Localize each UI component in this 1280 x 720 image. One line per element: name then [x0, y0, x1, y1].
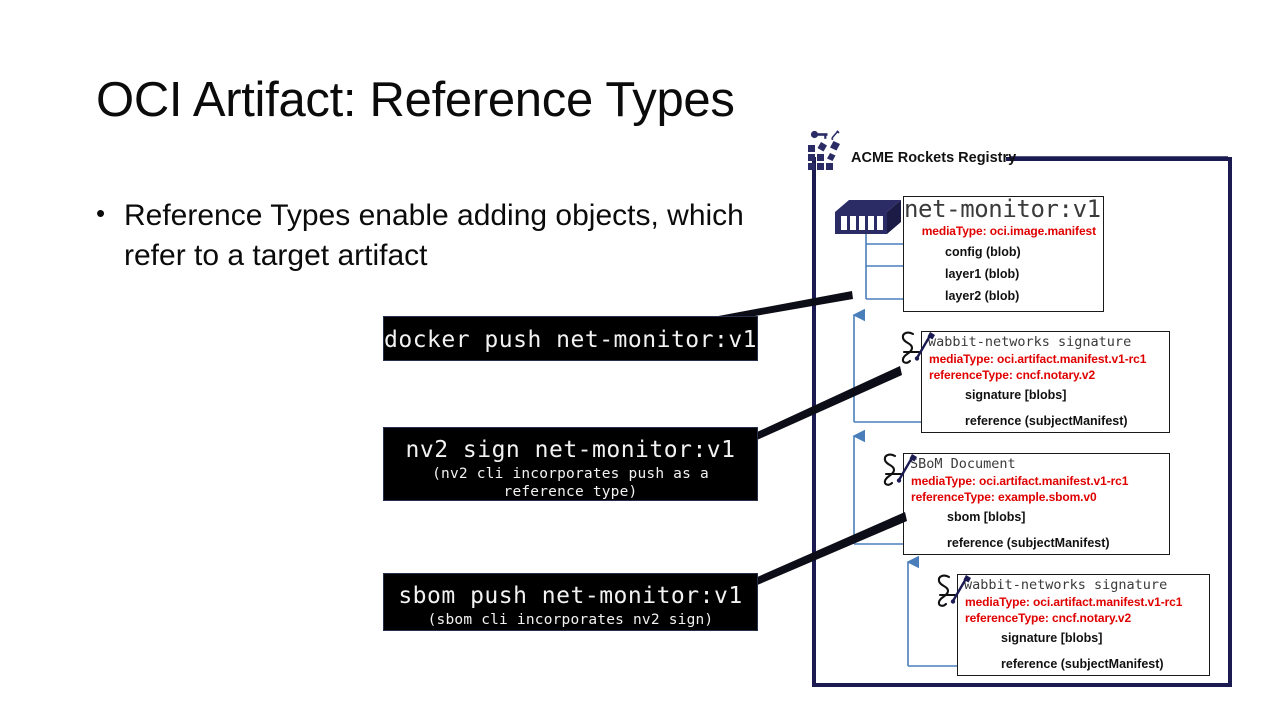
manifest-title: net-monitor:v1 [904, 195, 1101, 223]
manifest-box-wabbit-signature-2[interactable]: wabbit-networks signature mediaType: oci… [957, 574, 1210, 676]
referencetype-value: cncf.notary.v2 [1052, 611, 1132, 625]
mediatype-label: mediaType [911, 474, 972, 488]
manifest-item: config (blob) [945, 245, 1021, 259]
referencetype-value: cncf.notary.v2 [1016, 368, 1096, 382]
command-subtext-line2: reference type) [503, 484, 638, 501]
command-subtext-line1: (sbom cli incorporates nv2 sign) [427, 611, 714, 628]
manifest-mediatype: mediaType: oci.artifact.manifest.v1-rc1 [911, 474, 1129, 488]
manifest-referencetype: referenceType: example.sbom.v0 [911, 490, 1097, 504]
container-box-icon [833, 196, 903, 240]
command-box-sbom-push[interactable]: sbom push net-monitor:v1 (sbom cli incor… [383, 573, 758, 631]
manifest-item: reference (subjectManifest) [947, 536, 1110, 550]
command-box-docker-push[interactable]: docker push net-monitor:v1 [383, 316, 758, 361]
manifest-item: reference (subjectManifest) [965, 414, 1128, 428]
manifest-box-net-monitor[interactable]: net-monitor:v1 mediaType: oci.image.mani… [903, 195, 1104, 312]
registry-blocks-key-icon [806, 128, 854, 176]
signature-pen-icon [881, 450, 921, 490]
registry-title: ACME Rockets Registry [851, 150, 1017, 166]
manifest-item: signature [blobs] [965, 388, 1067, 402]
bullet-text: Reference Types enable adding objects, w… [124, 199, 744, 272]
mediatype-value: oci.artifact.manifest.v1-rc1 [1033, 595, 1183, 609]
manifest-item: signature [blobs] [1001, 631, 1103, 645]
manifest-box-sbom-document[interactable]: SBoM Document mediaType: oci.artifact.ma… [903, 453, 1170, 555]
manifest-mediatype: mediaType: oci.artifact.manifest.v1-rc1 [965, 595, 1183, 609]
registry-title-mask [816, 149, 1006, 167]
referencetype-value: example.sbom.v0 [998, 490, 1097, 504]
referencetype-label: referenceType [929, 368, 1009, 382]
mediatype-label: mediaType [929, 352, 990, 366]
referencetype-label: referenceType [965, 611, 1045, 625]
command-subtext-line1: (nv2 cli incorporates push as a [432, 465, 709, 482]
manifest-mediatype: mediaType: oci.artifact.manifest.v1-rc1 [929, 352, 1147, 366]
manifest-referencetype: referenceType: cncf.notary.v2 [965, 611, 1132, 625]
manifest-title: SBoM Document [910, 456, 1016, 472]
mediatype-value: oci.image.manifest [989, 224, 1096, 238]
command-text: docker push net-monitor:v1 [384, 327, 758, 353]
signature-pen-icon [899, 328, 939, 368]
mediatype-value: oci.artifact.manifest.v1-rc1 [979, 474, 1129, 488]
referencetype-label: referenceType [911, 490, 991, 504]
bullet-item: • Reference Types enable adding objects,… [96, 196, 756, 276]
manifest-item: layer1 (blob) [945, 267, 1020, 281]
manifest-referencetype: referenceType: cncf.notary.v2 [929, 368, 1096, 382]
manifest-box-wabbit-signature-1[interactable]: wabbit-networks signature mediaType: oci… [921, 331, 1170, 433]
manifest-title: wabbit-networks signature [928, 334, 1132, 350]
page-title: OCI Artifact: Reference Types [96, 73, 735, 127]
signature-pen-icon [935, 571, 975, 611]
command-text: sbom push net-monitor:v1 [398, 583, 743, 609]
manifest-item: sbom [blobs] [947, 510, 1026, 524]
mediatype-label: mediaType [921, 224, 983, 238]
manifest-item: layer2 (blob) [945, 289, 1020, 303]
mediatype-value: oci.artifact.manifest.v1-rc1 [997, 352, 1147, 366]
manifest-mediatype: mediaType: oci.image.manifest [921, 224, 1096, 238]
manifest-title: wabbit-networks signature [964, 577, 1168, 593]
command-box-nv2-sign[interactable]: nv2 sign net-monitor:v1 (nv2 cli incorpo… [383, 427, 758, 501]
command-text: nv2 sign net-monitor:v1 [405, 437, 736, 463]
mediatype-label: mediaType [965, 595, 1026, 609]
manifest-item: reference (subjectManifest) [1001, 657, 1164, 671]
bullet-marker: • [96, 198, 106, 228]
